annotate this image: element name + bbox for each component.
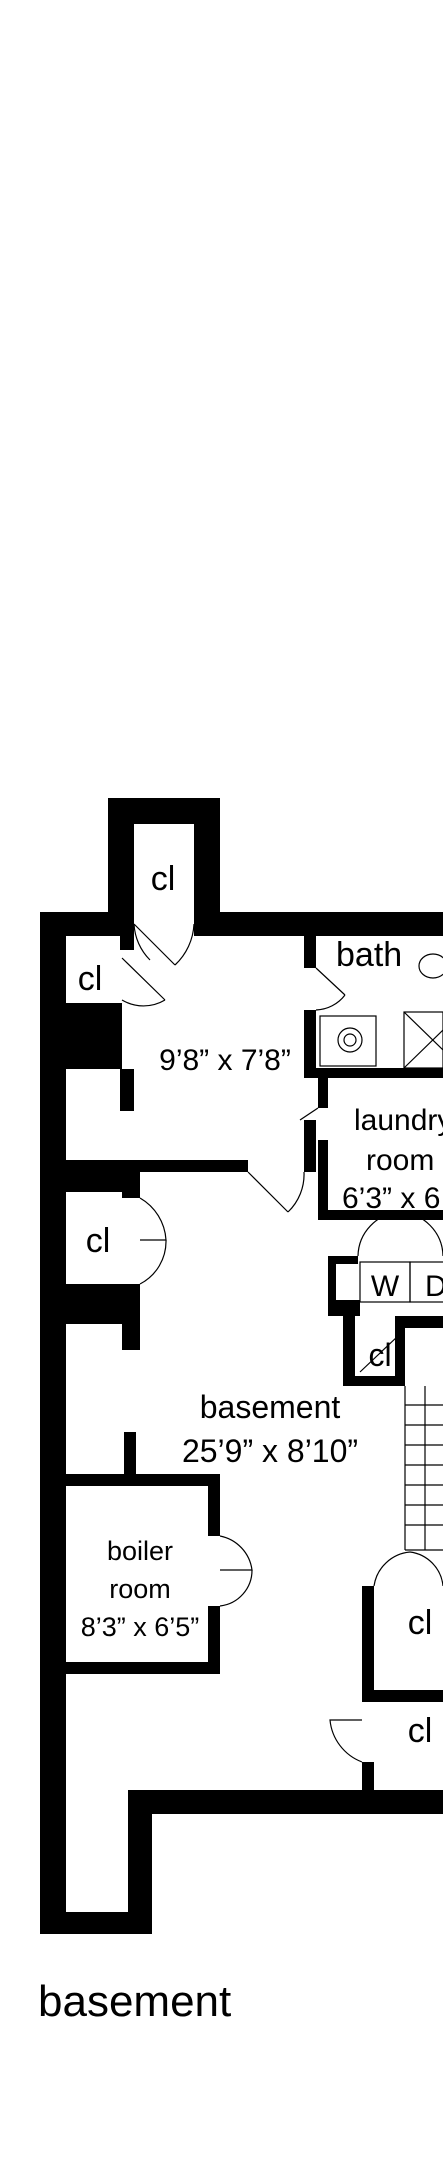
- room-label-cl-left-mid: cl: [86, 1222, 111, 1260]
- room-label-cl-right-upper: cl: [408, 1604, 433, 1642]
- appliance-label-washer: W: [371, 1270, 400, 1303]
- doors: [121, 923, 443, 1763]
- room-label-cl-stair: cl: [368, 1337, 391, 1373]
- room-label-laundry-line2: room: [366, 1144, 434, 1177]
- shower-stall: [403, 1011, 443, 1069]
- bath-sink-box: [319, 1015, 377, 1067]
- room-label-laundry-line1: laundry: [354, 1104, 443, 1137]
- room-size-basement: 25’9” x 8’10”: [182, 1433, 358, 1469]
- room-label-boiler-line2: room: [109, 1574, 171, 1604]
- room-label-cl-right-lower: cl: [408, 1712, 433, 1750]
- stairs: [404, 1386, 443, 1551]
- dryer-box: [409, 1261, 443, 1303]
- room-size-bedroom: 9’8” x 7’8”: [159, 1044, 291, 1077]
- labels: cl cl 9’8” x 7’8” bath laundry room 6’3”…: [78, 860, 443, 1750]
- room-label-cl-left-upper: cl: [78, 960, 103, 998]
- room-label-bath: bath: [336, 936, 402, 974]
- bath-sink-icon: [418, 953, 443, 979]
- fixtures: [319, 953, 443, 1551]
- walls: [40, 798, 443, 1934]
- room-label-boiler-line1: boiler: [107, 1536, 173, 1566]
- room-label-cl-top: cl: [151, 860, 176, 898]
- toilet-icon: [337, 1027, 363, 1053]
- floor-label: basement: [38, 1977, 231, 2026]
- room-label-basement: basement: [200, 1389, 341, 1425]
- room-size-laundry: 6’3” x 6: [342, 1182, 440, 1215]
- room-size-boiler: 8’3” x 6’5”: [81, 1612, 200, 1642]
- appliance-label-dryer: D: [425, 1270, 443, 1303]
